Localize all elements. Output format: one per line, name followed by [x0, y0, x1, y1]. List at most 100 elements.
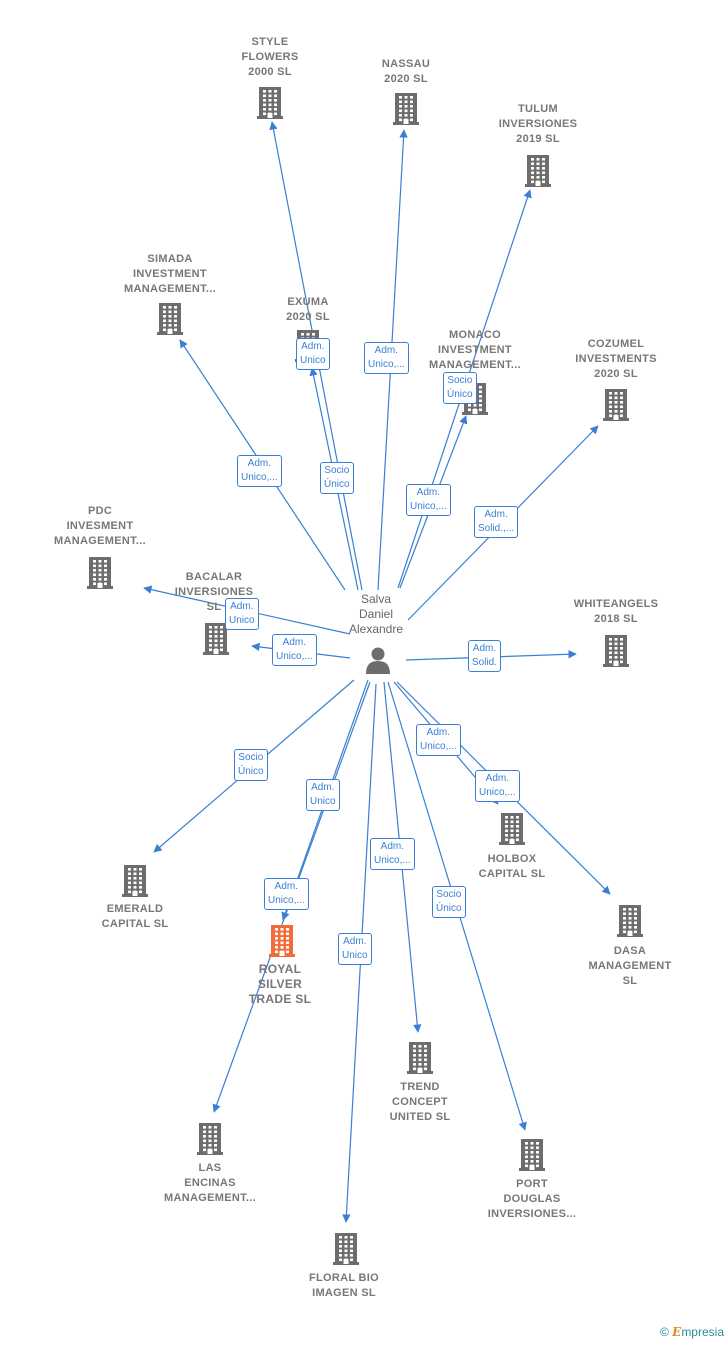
- relation-text: Socio: [436, 889, 462, 900]
- company-name-line: FLORAL BIO: [308, 1272, 379, 1284]
- company-name-line: ROYAL: [258, 962, 302, 976]
- company-name-line: ENCINAS: [184, 1177, 236, 1189]
- brand-initial: E: [672, 1325, 682, 1339]
- copyright-symbol: ©: [659, 1325, 669, 1339]
- relation-label-simada[interactable]: Adm.Unico,...: [237, 455, 282, 487]
- relation-text: Unico,...: [268, 895, 305, 906]
- relation-label-whiteangels[interactable]: Adm.Solid.: [468, 640, 502, 672]
- company-name-line: INVESMENT: [66, 520, 134, 532]
- relation-text: Unico: [229, 615, 255, 626]
- building-icon[interactable]: [405, 1040, 435, 1074]
- relation-label-holbox[interactable]: Adm. Unico,...: [475, 770, 520, 802]
- relation-label-bacalar[interactable]: Adm.Unico,...: [272, 634, 317, 666]
- company-name-line: INVERSIONES: [174, 586, 254, 598]
- person-name-line: Salva: [360, 592, 392, 606]
- building-icon[interactable]: [615, 903, 645, 937]
- company-name-line: STYLE: [251, 36, 289, 48]
- relation-label-dasa[interactable]: Adm.Unico,...: [416, 724, 461, 756]
- relation-text: Adm.: [282, 637, 307, 648]
- person-name-line: Daniel: [358, 607, 394, 621]
- relation-label-cozumel[interactable]: Adm.Solid.,...: [474, 506, 519, 538]
- building-icon[interactable]: [331, 1231, 361, 1265]
- person-name-line: Alexandre: [348, 622, 404, 636]
- relation-text: Unico,...: [479, 787, 516, 798]
- building-icon[interactable]: [195, 1121, 225, 1155]
- building-icon[interactable]: [85, 555, 115, 589]
- building-icon[interactable]: [523, 153, 553, 187]
- person-icon[interactable]: [363, 645, 393, 675]
- relation-text: Adm.: [380, 841, 405, 852]
- company-label-pdc[interactable]: PDC INVESMENT MANAGEMENT...: [30, 504, 170, 549]
- company-label-floral-bio[interactable]: FLORAL BIO IMAGEN SL: [274, 1271, 414, 1301]
- company-name-line: LAS: [198, 1162, 222, 1174]
- relation-text: Adm.: [274, 881, 299, 892]
- company-name-line: INVESTMENTS: [575, 353, 657, 365]
- company-name-line: TREND: [400, 1081, 440, 1093]
- company-name-line: COZUMEL: [587, 338, 645, 350]
- relation-label-royal-silver[interactable]: Adm.Unico: [306, 779, 340, 811]
- relation-label-las-encinas[interactable]: Adm. Unico,...: [264, 878, 309, 910]
- relation-text: Unico,...: [368, 359, 405, 370]
- company-name-line: HOLBOX: [487, 853, 537, 865]
- relation-label-trend[interactable]: Adm.Unico,...: [370, 838, 415, 870]
- relation-label-pdc[interactable]: Adm. Unico: [225, 598, 259, 630]
- relation-text: Adm.: [485, 773, 510, 784]
- building-icon[interactable]: [201, 621, 231, 655]
- company-name-line: 2019 SL: [516, 133, 560, 145]
- company-name-line: MANAGEMENT...: [54, 535, 146, 547]
- company-label-holbox[interactable]: HOLBOX CAPITAL SL: [442, 852, 582, 882]
- building-icon[interactable]: [391, 91, 421, 125]
- building-icon[interactable]: [267, 923, 297, 957]
- building-icon[interactable]: [601, 387, 631, 421]
- relation-text: Adm.: [230, 601, 254, 612]
- empresia-credit: © Empresia: [660, 1325, 724, 1339]
- building-icon[interactable]: [155, 301, 185, 335]
- building-icon[interactable]: [601, 633, 631, 667]
- company-name-line: MANAGEMENT: [588, 960, 672, 972]
- building-icon[interactable]: [497, 811, 527, 845]
- relation-label-floral-bio[interactable]: Adm.Unico: [338, 933, 372, 965]
- relation-label-nassau[interactable]: Adm.Unico,...: [364, 342, 409, 374]
- company-name-line: CAPITAL SL: [101, 918, 169, 930]
- company-name-line: CONCEPT: [392, 1096, 448, 1108]
- relation-label-tulum[interactable]: Adm.Unico,...: [406, 484, 451, 516]
- company-name-line: SILVER: [257, 977, 303, 991]
- company-name-line: CAPITAL SL: [478, 868, 546, 880]
- building-icon[interactable]: [517, 1137, 547, 1171]
- relation-text: Único: [324, 479, 350, 490]
- relation-text: Unico: [310, 796, 336, 807]
- company-name-line: IMAGEN SL: [312, 1287, 376, 1299]
- relation-text: Unico,...: [420, 741, 457, 752]
- company-name-line: EXUMA: [287, 296, 329, 308]
- company-name-line: MONACO: [449, 329, 501, 341]
- company-name-line: INVERSIONES: [498, 118, 578, 130]
- building-icon[interactable]: [120, 863, 150, 897]
- brand-name: mpresia: [681, 1325, 724, 1339]
- company-name-line: PDC: [87, 505, 113, 517]
- relation-label-exuma[interactable]: Adm.Unico: [296, 338, 330, 370]
- company-name-line: SL: [622, 975, 638, 987]
- building-icon[interactable]: [255, 85, 285, 119]
- relation-text: Único: [436, 903, 462, 914]
- relation-text: Adm.: [472, 643, 497, 654]
